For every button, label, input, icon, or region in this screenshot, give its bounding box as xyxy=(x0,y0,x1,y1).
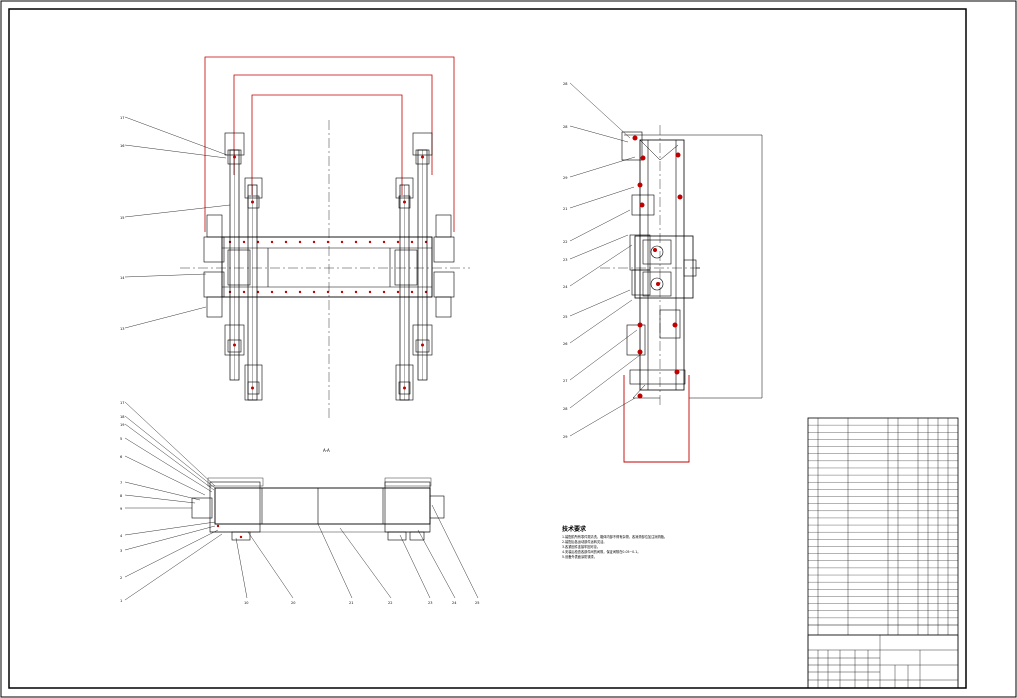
svg-text:2: 2 xyxy=(120,576,122,580)
svg-text:10: 10 xyxy=(244,601,248,605)
svg-text:14: 14 xyxy=(120,276,125,280)
plan-view-leaders xyxy=(124,116,231,329)
svg-text:5: 5 xyxy=(120,437,122,441)
svg-text:21: 21 xyxy=(563,207,567,211)
svg-text:19: 19 xyxy=(120,423,124,427)
svg-text:7: 7 xyxy=(120,481,122,485)
svg-text:25: 25 xyxy=(475,601,479,605)
side-view xyxy=(191,477,445,541)
svg-text:27: 27 xyxy=(563,379,567,383)
right-view-leaders xyxy=(569,82,641,437)
svg-text:28: 28 xyxy=(563,125,567,129)
technical-note-line: 3.各紧固件连接牢固可靠。 xyxy=(562,545,601,549)
svg-text:29: 29 xyxy=(563,435,567,439)
svg-text:17: 17 xyxy=(120,401,124,405)
inner-frame xyxy=(8,8,967,689)
technical-note-line: 1.装配前所有零件需清洗，箱体内部不得有杂物，各润滑部位加注润滑脂。 xyxy=(562,535,668,539)
technical-notes-title: 技术要求 xyxy=(562,526,587,533)
svg-text:26: 26 xyxy=(563,342,567,346)
svg-text:16: 16 xyxy=(120,144,124,148)
svg-text:18: 18 xyxy=(120,415,124,419)
svg-text:24: 24 xyxy=(452,601,457,605)
svg-text:8: 8 xyxy=(120,494,122,498)
svg-text:29: 29 xyxy=(563,176,567,180)
svg-text:20: 20 xyxy=(291,601,295,605)
side-view-leaders xyxy=(124,401,479,601)
plan-view-balloons: 17 16 15 14 13 xyxy=(120,116,125,331)
technical-note-line: 5.设备外表面涂防锈漆。 xyxy=(562,555,597,559)
section-label: A-A xyxy=(323,448,330,453)
svg-text:15: 15 xyxy=(120,216,124,220)
svg-text:24: 24 xyxy=(563,285,568,289)
svg-text:13: 13 xyxy=(120,327,124,331)
svg-text:17: 17 xyxy=(120,116,124,120)
svg-text:9: 9 xyxy=(120,507,122,511)
svg-text:22: 22 xyxy=(563,240,567,244)
svg-text:4: 4 xyxy=(120,534,123,538)
svg-text:6: 6 xyxy=(120,455,122,459)
right-view-balloons: 28 28 29 21 22 23 24 25 26 27 28 29 xyxy=(563,82,568,439)
plan-view xyxy=(180,56,470,420)
parts-list-table xyxy=(807,417,959,689)
svg-text:21: 21 xyxy=(349,601,353,605)
svg-text:23: 23 xyxy=(428,601,432,605)
technical-note-line: 2.装配后各运动部件运转灵活。 xyxy=(562,540,607,544)
technical-notes: 技术要求 1.装配前所有零件需清洗，箱体内部不得有杂物，各润滑部位加注润滑脂。 … xyxy=(562,524,692,560)
svg-text:1: 1 xyxy=(120,599,122,603)
svg-text:28: 28 xyxy=(563,82,567,86)
svg-text:28: 28 xyxy=(563,407,567,411)
svg-text:25: 25 xyxy=(563,315,567,319)
right-view xyxy=(600,125,763,463)
svg-text:3: 3 xyxy=(120,549,122,553)
technical-note-line: 4.安装后检查各部件间的间隙，保证间隙在0.05~0.1。 xyxy=(562,550,641,554)
svg-text:23: 23 xyxy=(563,258,567,262)
svg-text:22: 22 xyxy=(388,601,392,605)
parts-list-rows xyxy=(808,424,958,619)
